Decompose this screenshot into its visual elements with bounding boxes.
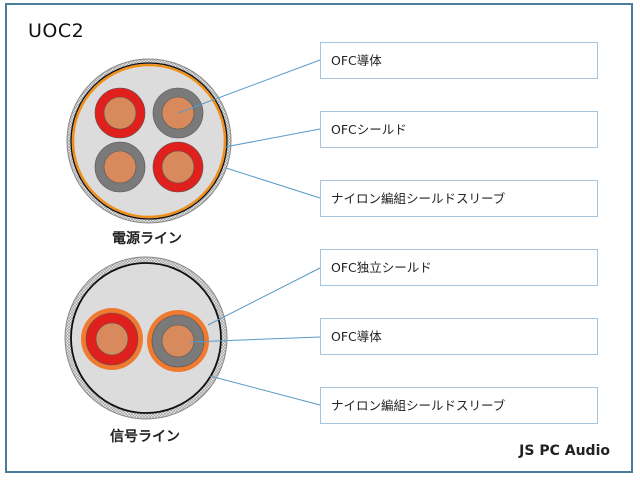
ofc-shield [71, 63, 227, 219]
conductor-red [152, 141, 204, 193]
signal-leader-lines [189, 267, 321, 406]
label-ofc-independent-shield: OFC独立シールド [320, 249, 598, 286]
label-ofc-shield: OFCシールド [320, 111, 598, 148]
label-ofc-conductor: OFC導体 [320, 318, 598, 355]
label-ofc-conductor: OFC導体 [320, 42, 598, 79]
signal-cable-cross-section [64, 256, 228, 420]
conductor-grey [147, 310, 209, 372]
signal-line-caption: 信号ライン [110, 429, 180, 445]
power-line-caption: 電源ライン [112, 231, 182, 247]
diagram-title: UOC2 [28, 20, 85, 42]
label-nylon-braid-sleeve: ナイロン編組シールドスリーブ [320, 180, 598, 217]
label-nylon-braid-sleeve: ナイロン編組シールドスリーブ [320, 387, 598, 424]
power-cable-cross-section [66, 58, 232, 224]
conductor-red [81, 308, 143, 370]
brand-label: JS PC Audio [519, 443, 610, 459]
diagram-frame [5, 3, 633, 473]
conductor-grey [94, 141, 146, 193]
conductor-red [94, 87, 146, 139]
power-leader-lines [177, 59, 321, 199]
